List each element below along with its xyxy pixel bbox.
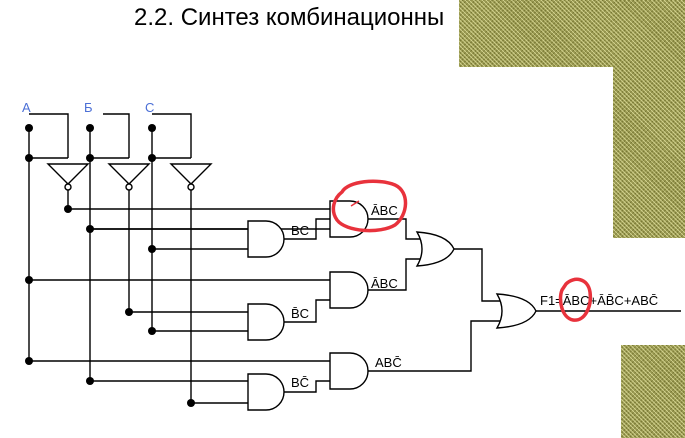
not-gate-c-bubble	[187, 183, 195, 191]
label-and-bc: BC	[291, 223, 309, 238]
or-gate-2	[495, 293, 537, 329]
input-label-c: C	[145, 100, 154, 115]
and-gate-3	[329, 271, 369, 309]
label-top-and: ĀBC	[371, 203, 398, 218]
not-gate-a	[46, 163, 90, 185]
label-and-bbar-c: B̄C	[291, 306, 309, 321]
and-gate-1	[329, 200, 369, 238]
page-title: 2.2. Синтез комбинационны	[134, 4, 445, 31]
input-wiring	[28, 113, 192, 381]
label-and-abc-bar: ĀBC	[371, 276, 398, 291]
not-gate-b-bubble	[125, 183, 133, 191]
or-gate-1	[415, 231, 455, 267]
junction-dots	[25, 124, 195, 407]
and-gate-6	[247, 373, 285, 411]
wire-labels: ĀBC BC ĀBC B̄C ABC̄ BC̄ F1=ĀBC+ĀB̄C+ABC̄	[291, 203, 658, 390]
and-gate-5	[329, 352, 369, 390]
not-gates	[46, 163, 213, 403]
output-label-f1: F1=ĀBC+ĀB̄C+ABC̄	[540, 293, 658, 308]
not-gate-a-bubble	[64, 183, 72, 191]
and-gate-2	[247, 220, 285, 258]
hatch-panel-bottom	[621, 345, 685, 438]
not-gate-c	[169, 163, 213, 185]
and-gate-4	[247, 303, 285, 341]
or-gates	[415, 231, 537, 329]
red-annotations	[331, 179, 593, 322]
red-circle-annotation-2	[558, 277, 593, 322]
and-gates	[247, 200, 369, 411]
label-and-ab-cbar: ABC̄	[375, 355, 402, 370]
hatch-panel-right	[613, 0, 685, 238]
input-label-b: Б	[84, 100, 93, 115]
red-circle-annotation-1	[331, 179, 408, 233]
label-and-b-cbar: BC̄	[291, 375, 309, 390]
not-gate-b	[107, 163, 151, 185]
input-label-a: A	[22, 100, 31, 115]
wires	[29, 208, 681, 404]
